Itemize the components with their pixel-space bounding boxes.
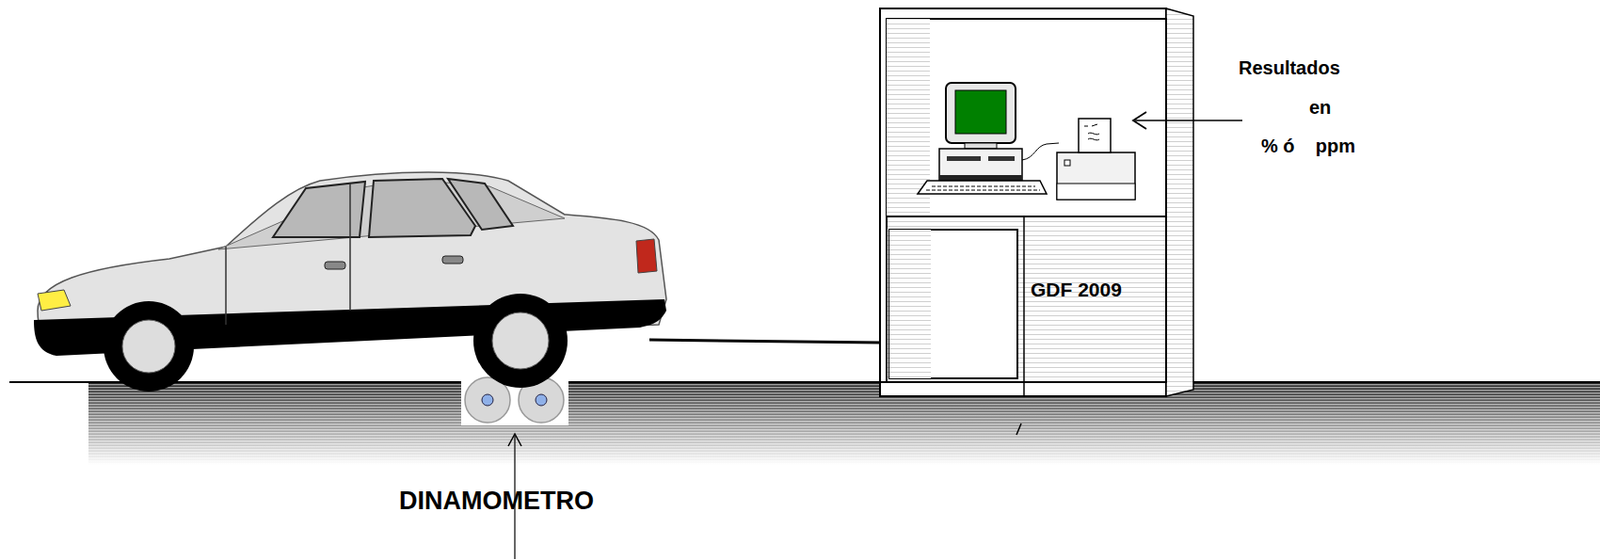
ground-line [9,381,1600,384]
arrow-head [508,433,522,447]
arrow-head [1133,112,1147,129]
station-label: GDF 2009 [1030,278,1122,302]
result-label: % ó ppm [1261,135,1356,158]
roller-axle [481,394,494,406]
result-label: en [1309,96,1331,119]
ground [88,382,1600,465]
ground-hatch [88,382,1600,465]
result-label: Resultados [1238,57,1341,80]
roller-axle [535,394,547,406]
analysis-cabin [880,8,1194,435]
exhaust-hose [649,339,880,343]
leader-line [1135,119,1243,122]
part-name: DINAMOMETRO [399,486,594,516]
car [33,172,667,392]
